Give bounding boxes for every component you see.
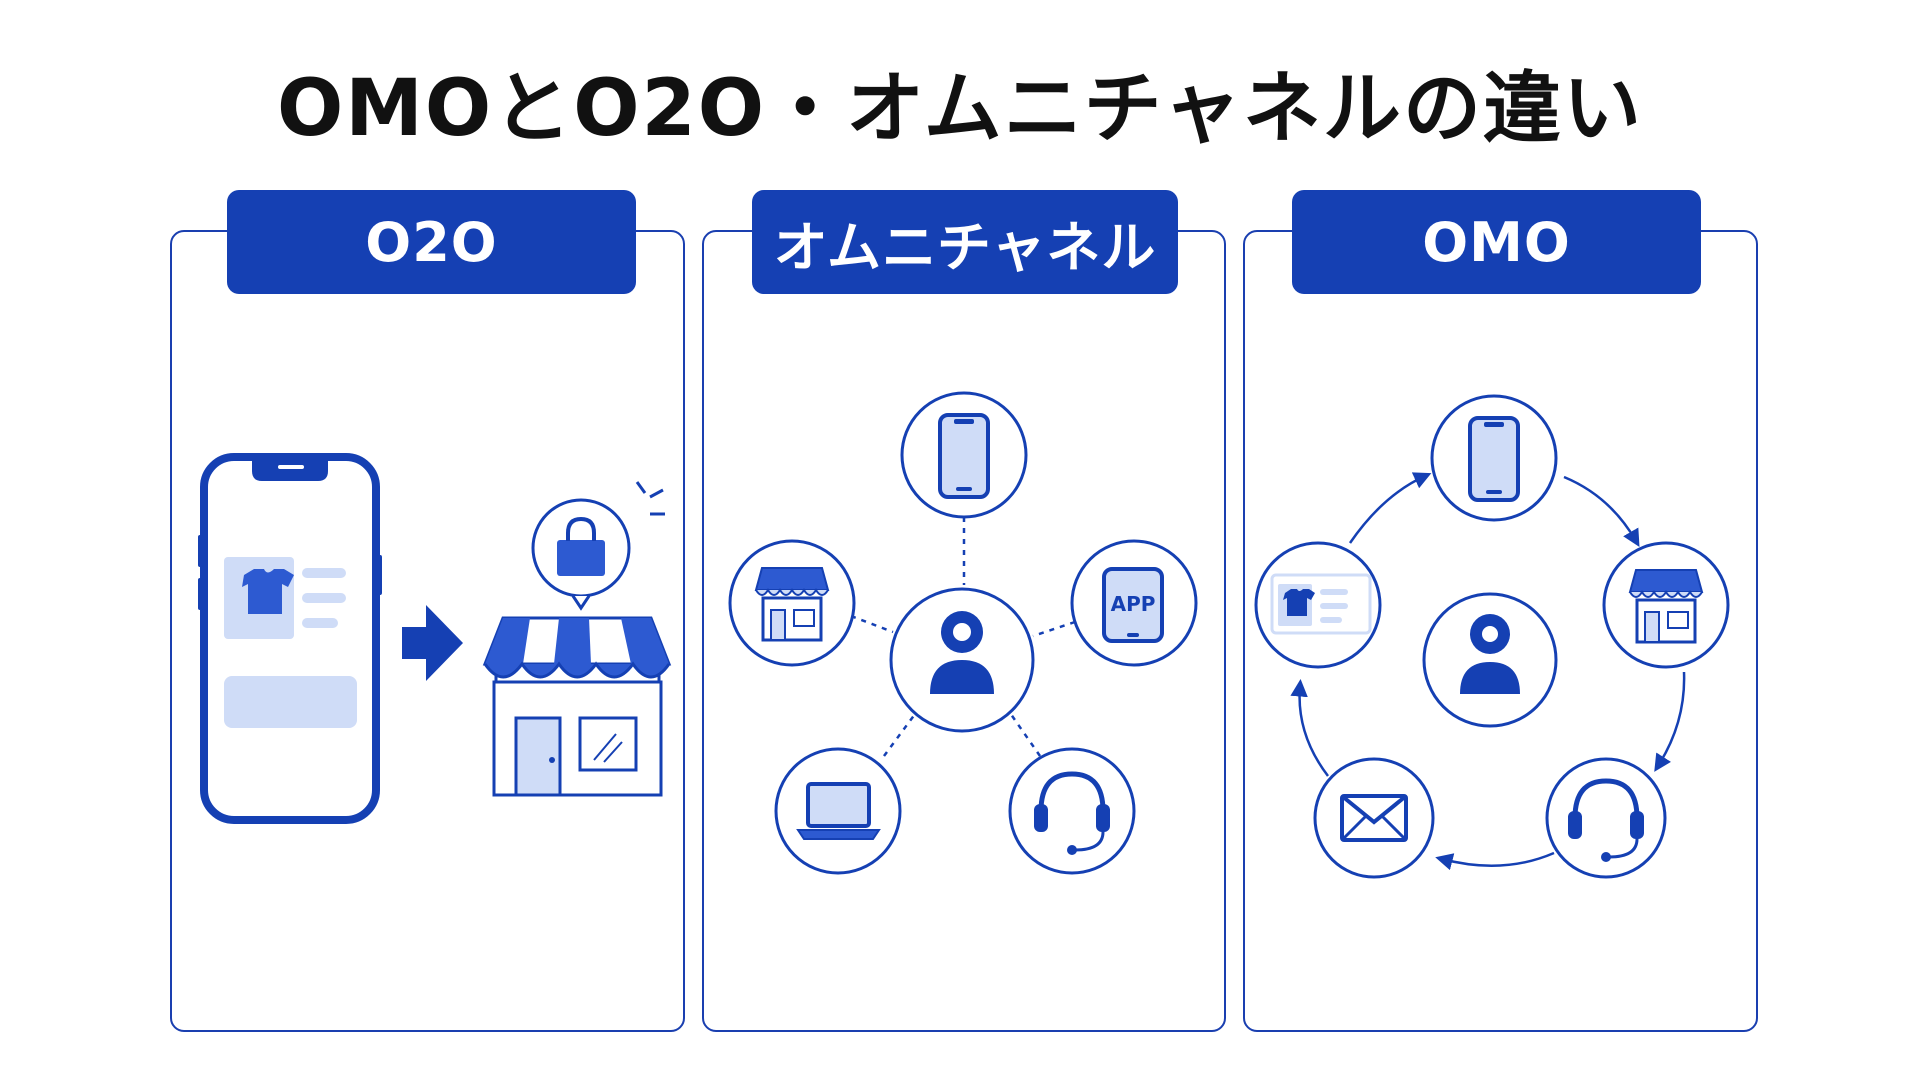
omnichannel-store-icon [728, 539, 856, 667]
omo-mail-icon [1313, 757, 1435, 879]
omnichannel-app-icon: APP [1070, 539, 1198, 667]
o2o-smartphone-icon [198, 453, 382, 824]
o2o-storefront-icon [482, 616, 672, 797]
omo-web-page-icon [1254, 541, 1382, 669]
app-badge-label: APP [1111, 592, 1156, 616]
omo-store-icon [1602, 541, 1730, 669]
omo-customer-icon [1422, 592, 1558, 728]
omnichannel-headset-icon [1008, 747, 1136, 875]
panel-header-omnichannel: オムニチャネル [752, 190, 1178, 294]
omnichannel-laptop-icon [774, 747, 902, 875]
omnichannel-smartphone-icon [900, 391, 1028, 519]
o2o-shopping-bag-icon [531, 481, 665, 611]
tshirt-icon [242, 569, 294, 614]
o2o-arrow-right-icon [402, 605, 463, 681]
panel-header-o2o: O2O [227, 190, 636, 294]
omo-smartphone-icon [1430, 394, 1558, 522]
omo-cycle-arrows [1290, 472, 1686, 871]
omnichannel-connectors [850, 517, 1076, 757]
omo-headset-icon [1545, 757, 1667, 879]
page-title: OMOとO2O・オムニチャネルの違い [276, 64, 1643, 154]
panel-header-omo: OMO [1292, 190, 1701, 294]
omnichannel-customer-icon [889, 587, 1035, 733]
